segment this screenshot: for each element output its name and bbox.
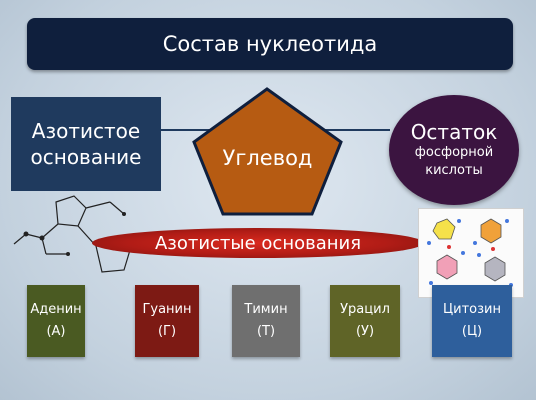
base-thymine: Тимин (Т) [232,285,300,357]
base-abbr: (Г) [157,324,177,339]
diagram-title: Состав нуклеотида [162,32,378,56]
base-name: Цитозин [443,302,501,317]
base-abbr: (А) [46,324,66,339]
nucleotide-structure-icon [13,195,131,273]
base-name: Урацил [340,302,390,317]
base-abbr: (Ц) [461,324,483,339]
base-name: Аденин [30,302,82,317]
nitrogen-base-box: Азотистое основание [11,97,161,191]
nitrogen-bases-banner: Азотистые основания [92,228,424,258]
base-abbr: (У) [355,324,375,339]
base-uracil: Урацил (У) [330,285,400,357]
phosphate-label-2: фосфорной [414,145,494,160]
base-name: Тимин [244,302,288,317]
phosphate-circle: Остаток фосфорной кислоты [389,95,519,205]
title-bar: Состав нуклеотида [27,18,513,70]
base-guanine: Гуанин (Г) [135,285,199,357]
bases-molecules-image [418,208,524,298]
nitrogen-base-label: Азотистое основание [30,119,142,169]
sugar-label: Углевод [222,146,313,170]
phosphate-label-1: Остаток [410,120,498,144]
banner-label: Азотистые основания [154,232,362,254]
phosphate-label-3: кислоты [425,163,483,178]
base-adenine: Аденин (А) [27,285,85,357]
sugar-pentagon [192,87,343,216]
base-name: Гуанин [142,302,192,317]
base-cytosine: Цитозин (Ц) [432,285,512,357]
base-abbr: (Т) [256,324,276,339]
